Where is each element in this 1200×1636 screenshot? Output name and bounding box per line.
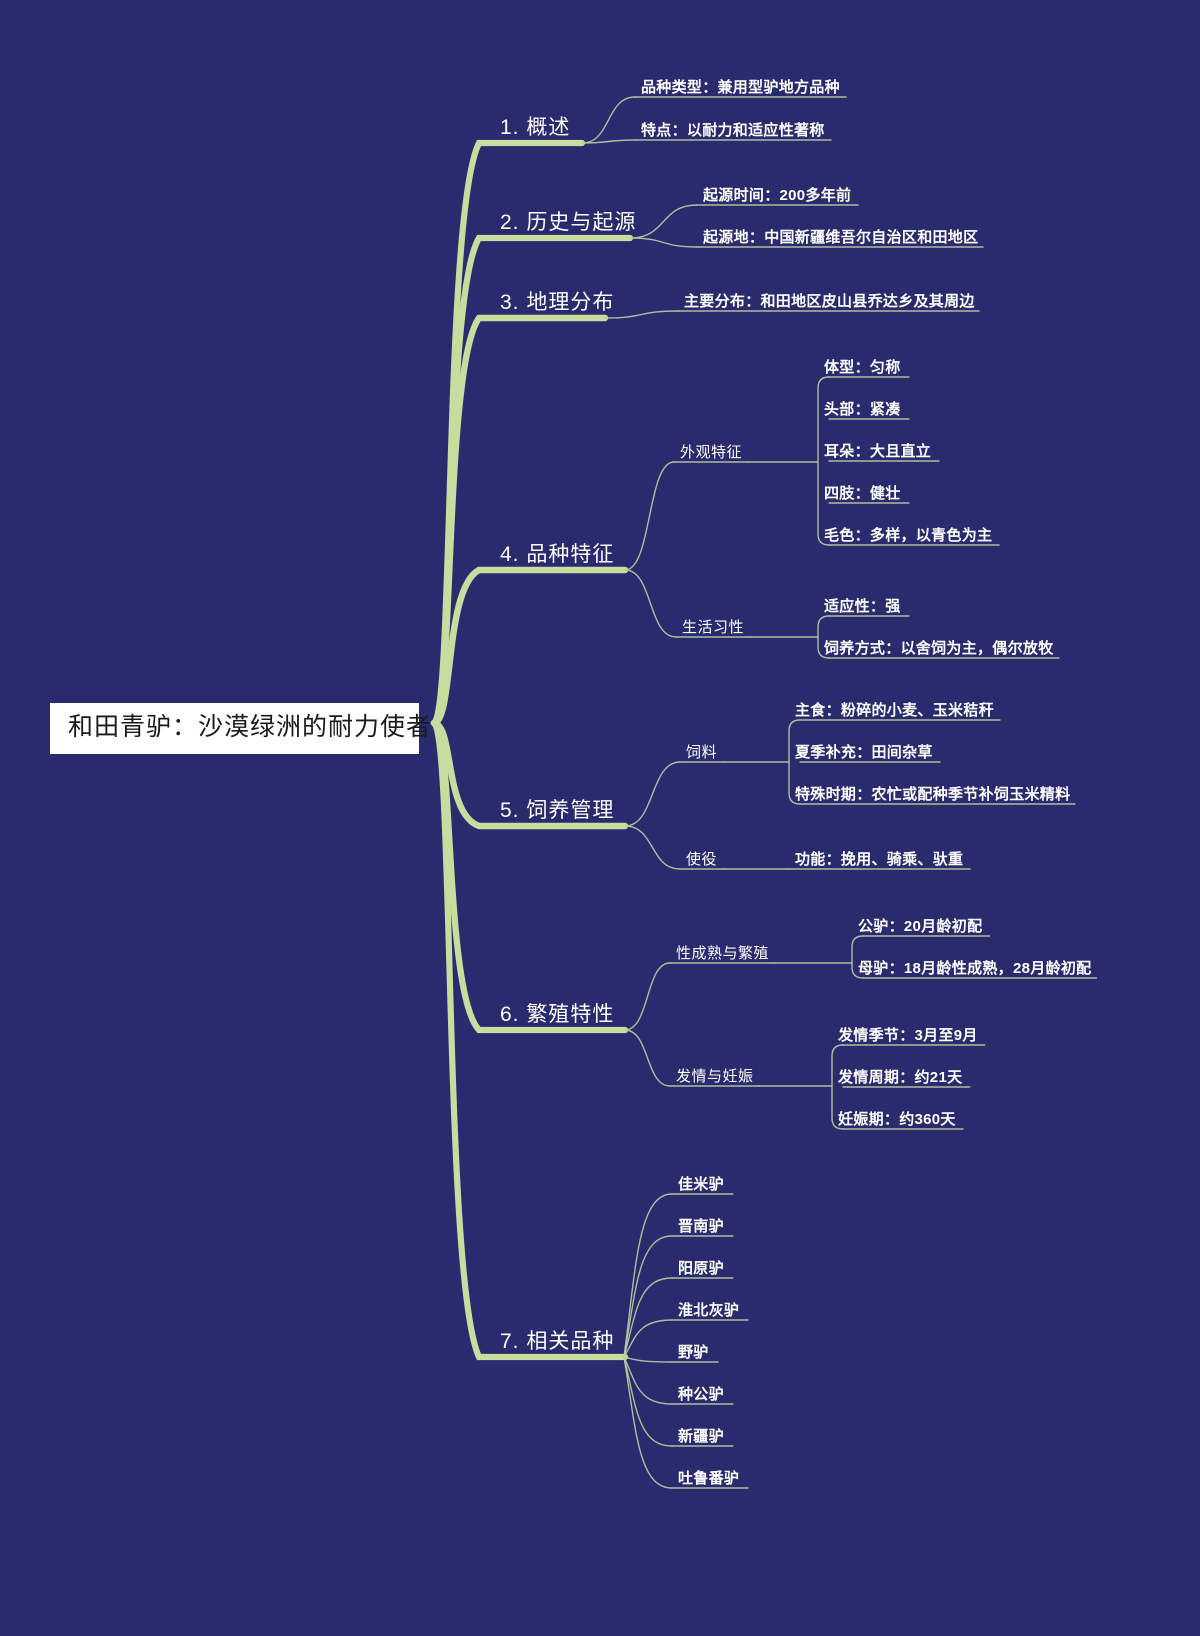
node-6-1[interactable]: 性成熟与繁殖 bbox=[676, 945, 770, 962]
mindmap-edge bbox=[623, 1319, 673, 1358]
mindmap-edge bbox=[817, 376, 830, 546]
node-7-7[interactable]: 新疆驴 bbox=[678, 1428, 724, 1445]
branch-label-6[interactable]: 6. 繁殖特性 bbox=[500, 1003, 615, 1026]
node-7-6[interactable]: 种公驴 bbox=[678, 1386, 724, 1403]
branch-label-4[interactable]: 4. 品种特征 bbox=[500, 543, 615, 566]
node-4-1-3[interactable]: 耳朵：大且直立 bbox=[824, 443, 932, 460]
mindmap-edge bbox=[430, 566, 629, 727]
node-4-2[interactable]: 生活习性 bbox=[682, 619, 745, 636]
node-5-2[interactable]: 使役 bbox=[686, 851, 718, 868]
mindmap-edge bbox=[623, 1356, 673, 1363]
mindmap-edge bbox=[624, 962, 671, 1031]
node-4-1[interactable]: 外观特征 bbox=[680, 444, 743, 461]
node-4-1-4[interactable]: 四肢：健壮 bbox=[824, 485, 901, 502]
node-1-1[interactable]: 品种类型：兼用型驴地方品种 bbox=[641, 79, 840, 96]
mindmap-edge bbox=[581, 139, 636, 144]
node-7-1[interactable]: 佳米驴 bbox=[678, 1176, 724, 1193]
node-4-1-2[interactable]: 头部：紧凑 bbox=[824, 401, 901, 418]
mindmap-edge bbox=[623, 1356, 673, 1489]
node-6-2-1[interactable]: 发情季节：3月至9月 bbox=[838, 1027, 978, 1044]
node-1-2[interactable]: 特点：以耐力和适应性著称 bbox=[641, 122, 825, 139]
mindmap-edge bbox=[604, 310, 679, 319]
node-5-2-1[interactable]: 功能：挽用、骑乘、驮重 bbox=[795, 851, 964, 868]
mindmap-edge bbox=[624, 1029, 671, 1087]
mindmap-edge bbox=[623, 1235, 673, 1358]
node-5-1-2[interactable]: 夏季补充：田间杂草 bbox=[795, 744, 933, 761]
node-2-2[interactable]: 起源地：中国新疆维吾尔自治区和田地区 bbox=[703, 229, 979, 246]
mindmap-edge bbox=[581, 96, 636, 144]
mindmap-edge bbox=[623, 1277, 673, 1358]
node-5-1-3[interactable]: 特殊时期：农忙或配种季节补饲玉米精料 bbox=[795, 786, 1071, 803]
mindmap-edge bbox=[624, 461, 675, 571]
mindmap-edge bbox=[629, 237, 698, 248]
mindmap-edge bbox=[430, 719, 629, 1034]
node-5-1[interactable]: 饲料 bbox=[686, 744, 718, 761]
mindmap-edge bbox=[623, 1356, 673, 1405]
mindmap-edge bbox=[624, 825, 681, 870]
branch-label-3[interactable]: 3. 地理分布 bbox=[500, 291, 615, 314]
node-7-8[interactable]: 吐鲁番驴 bbox=[678, 1470, 740, 1487]
node-7-5[interactable]: 野驴 bbox=[678, 1344, 709, 1361]
node-6-2[interactable]: 发情与妊娠 bbox=[676, 1068, 754, 1085]
mindmap-edge bbox=[623, 1193, 673, 1358]
mindmap-edge bbox=[629, 204, 698, 239]
node-4-2-1[interactable]: 适应性：强 bbox=[824, 598, 901, 615]
node-6-1-2[interactable]: 母驴：18月龄性成熟，28月龄初配 bbox=[858, 960, 1092, 977]
node-4-2-2[interactable]: 饲养方式：以舍饲为主，偶尔放牧 bbox=[824, 640, 1054, 657]
node-3-1[interactable]: 主要分布：和田地区皮山县乔达乡及其周边 bbox=[684, 293, 975, 310]
node-6-2-3[interactable]: 妊娠期：约360天 bbox=[838, 1111, 956, 1128]
root-node[interactable]: 和田青驴：沙漠绿洲的耐力使者 bbox=[50, 703, 431, 754]
branch-label-2[interactable]: 2. 历史与起源 bbox=[500, 211, 637, 234]
mindmap-edge bbox=[624, 761, 681, 827]
mindmap-edge bbox=[430, 719, 629, 1361]
mindmap-edge bbox=[430, 314, 609, 727]
mindmap-edge bbox=[623, 1356, 673, 1447]
branch-label-7[interactable]: 7. 相关品种 bbox=[500, 1330, 615, 1353]
mindmap-edge bbox=[851, 935, 864, 979]
node-7-2[interactable]: 晋南驴 bbox=[678, 1218, 724, 1235]
branch-label-5[interactable]: 5. 饲养管理 bbox=[500, 799, 615, 822]
node-2-1[interactable]: 起源时间：200多年前 bbox=[703, 187, 852, 204]
mindmap-edge bbox=[831, 1044, 844, 1130]
node-4-1-5[interactable]: 毛色：多样，以青色为主 bbox=[824, 527, 993, 544]
node-6-1-1[interactable]: 公驴：20月龄初配 bbox=[858, 918, 983, 935]
branch-label-1[interactable]: 1. 概述 bbox=[500, 116, 571, 139]
mindmap-edge bbox=[624, 569, 677, 638]
node-4-1-1[interactable]: 体型：匀称 bbox=[824, 359, 901, 376]
node-5-1-1[interactable]: 主食：粉碎的小麦、玉米秸秆 bbox=[795, 702, 994, 719]
node-7-4[interactable]: 淮北灰驴 bbox=[678, 1302, 740, 1319]
node-6-2-2[interactable]: 发情周期：约21天 bbox=[838, 1069, 963, 1086]
node-7-3[interactable]: 阳原驴 bbox=[678, 1260, 724, 1277]
